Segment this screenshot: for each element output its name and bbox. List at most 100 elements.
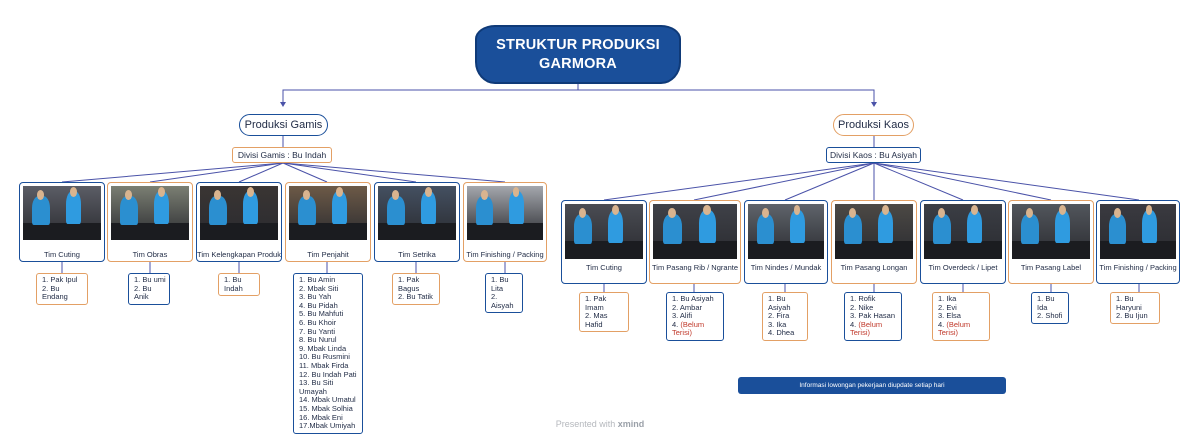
team-card-kaos-tim-pasang-rib-ngrante[interactable]: Tim Pasang Rib / Ngrante — [649, 200, 741, 284]
division-label: Divisi Gamis : Bu Indah — [238, 150, 326, 160]
team-label: Tim Pasang Label — [1009, 263, 1093, 272]
member-list-gamis-tim-kelengkapan-produk[interactable]: 1. Bu Indah — [218, 273, 260, 296]
team-photo — [748, 204, 824, 259]
banner-text: Informasi lowongan pekerjaan diupdate se… — [799, 382, 944, 389]
team-label: Tim Obras — [108, 250, 192, 259]
member-item: 4. Dhea — [768, 329, 804, 338]
member-name: 2. Bu Ijun — [1116, 311, 1148, 320]
member-name: 13. Bu Siti Umayah — [299, 378, 333, 396]
member-item: 1. Pak Imam — [585, 295, 625, 312]
team-label: Tim Nindes / Mundak — [745, 263, 827, 272]
member-name: 4. Dhea — [768, 328, 794, 337]
chart-title: STRUKTUR PRODUKSI GARMORA — [475, 25, 681, 84]
member-item: 1. Bu Lita — [491, 276, 519, 293]
member-name: 1. Pak Imam — [585, 294, 606, 312]
member-item: 2. Bu Ijun — [1116, 312, 1156, 321]
member-item: 2. Bu Endang — [42, 285, 84, 302]
member-name: 1. Pak Bagus — [398, 275, 419, 293]
team-card-gamis-tim-obras[interactable]: Tim Obras — [107, 182, 193, 262]
member-name: 1. Bu Indah — [224, 275, 243, 293]
team-card-kaos-tim-overdeck-lipet[interactable]: Tim Overdeck / Lipet — [920, 200, 1006, 284]
footer-brand: xmind — [618, 419, 645, 429]
member-name: 1. Bu Ida — [1037, 294, 1055, 312]
member-name: 2. Mas Hafid — [585, 311, 608, 329]
member-name: 2. Aisyah — [491, 292, 514, 310]
footer-prefix: Presented with — [556, 419, 616, 429]
team-label: Tim Finishing / Packing — [464, 250, 546, 259]
member-item: 4. (Belum Terisi) — [850, 321, 898, 338]
team-label: Tim Setrika — [375, 250, 459, 259]
branch-produksi-gamis[interactable]: Produksi Gamis — [239, 114, 328, 136]
team-photo — [1012, 204, 1090, 259]
team-card-gamis-tim-setrika[interactable]: Tim Setrika — [374, 182, 460, 262]
member-name: 1. Bu Lita — [491, 275, 509, 293]
team-photo — [23, 186, 101, 240]
team-card-gamis-tim-finishing-packing[interactable]: Tim Finishing / Packing — [463, 182, 547, 262]
team-label: Tim Overdeck / Lipet — [921, 263, 1005, 272]
team-card-kaos-tim-pasang-label[interactable]: Tim Pasang Label — [1008, 200, 1094, 284]
team-card-kaos-tim-nindes-mundak[interactable]: Tim Nindes / Mundak — [744, 200, 828, 284]
team-photo — [378, 186, 456, 240]
member-item: 2. Bu Anik — [134, 285, 166, 302]
footer: Presented with xmind — [0, 419, 1200, 429]
branch-produksi-kaos[interactable]: Produksi Kaos — [833, 114, 914, 136]
team-photo — [111, 186, 189, 240]
member-item: 2. Mas Hafid — [585, 312, 625, 329]
team-card-gamis-tim-kelengkapan-produk[interactable]: Tim Kelengkapan Produk — [196, 182, 282, 262]
team-card-gamis-tim-penjahit[interactable]: Tim Penjahit — [285, 182, 371, 262]
team-card-kaos-tim-finishing-packing[interactable]: Tim Finishing / Packing — [1096, 200, 1180, 284]
team-label: Tim Pasang Rib / Ngrante — [650, 263, 740, 272]
member-name: 1. Bu Asiyah — [768, 294, 791, 312]
member-item: 2. Shofi — [1037, 312, 1065, 321]
team-photo — [924, 204, 1002, 259]
team-label: Tim Cuting — [20, 250, 104, 259]
member-name: 2. Bu Tatik — [398, 292, 433, 301]
team-photo — [653, 204, 737, 259]
member-name: 1. Bu Haryuni — [1116, 294, 1142, 312]
division-label: Divisi Kaos : Bu Asiyah — [830, 150, 917, 160]
member-item: 2. Aisyah — [491, 293, 519, 310]
team-photo — [289, 186, 367, 240]
team-label: Tim Penjahit — [286, 250, 370, 259]
member-item: 4. (Belum Terisi) — [938, 321, 986, 338]
member-name: 2. Bu Anik — [134, 284, 152, 302]
member-item: 4. (Belum Terisi) — [672, 321, 720, 338]
team-photo — [467, 186, 543, 240]
team-label: Tim Cuting — [562, 263, 646, 272]
vacancy-info-banner[interactable]: Informasi lowongan pekerjaan diupdate se… — [738, 377, 1006, 394]
member-item: 1. Bu Haryuni — [1116, 295, 1156, 312]
team-photo — [1100, 204, 1176, 259]
member-name: 2. Bu Endang — [42, 284, 68, 302]
team-photo — [565, 204, 643, 259]
team-card-kaos-tim-cuting[interactable]: Tim Cuting — [561, 200, 647, 284]
member-item: 1. Bu Ida — [1037, 295, 1065, 312]
division-kaos[interactable]: Divisi Kaos : Bu Asiyah — [826, 147, 921, 163]
team-card-gamis-tim-cuting[interactable]: Tim Cuting — [19, 182, 105, 262]
member-item: 2. Bu Tatik — [398, 293, 436, 302]
member-item: 1. Bu Asiyah — [768, 295, 804, 312]
team-label: Tim Finishing / Packing — [1097, 263, 1179, 272]
division-gamis[interactable]: Divisi Gamis : Bu Indah — [232, 147, 332, 163]
member-item: 13. Bu Siti Umayah — [299, 379, 359, 396]
team-photo — [835, 204, 913, 259]
member-item: 1. Pak Bagus — [398, 276, 436, 293]
team-card-kaos-tim-pasang-longan[interactable]: Tim Pasang Longan — [831, 200, 917, 284]
branch-label: Produksi Gamis — [245, 119, 323, 131]
team-photo — [200, 186, 278, 240]
member-name: 2. Shofi — [1037, 311, 1062, 320]
team-label: Tim Kelengkapan Produk — [197, 250, 281, 259]
branch-label: Produksi Kaos — [838, 119, 909, 131]
member-item: 1. Bu Indah — [224, 276, 256, 293]
